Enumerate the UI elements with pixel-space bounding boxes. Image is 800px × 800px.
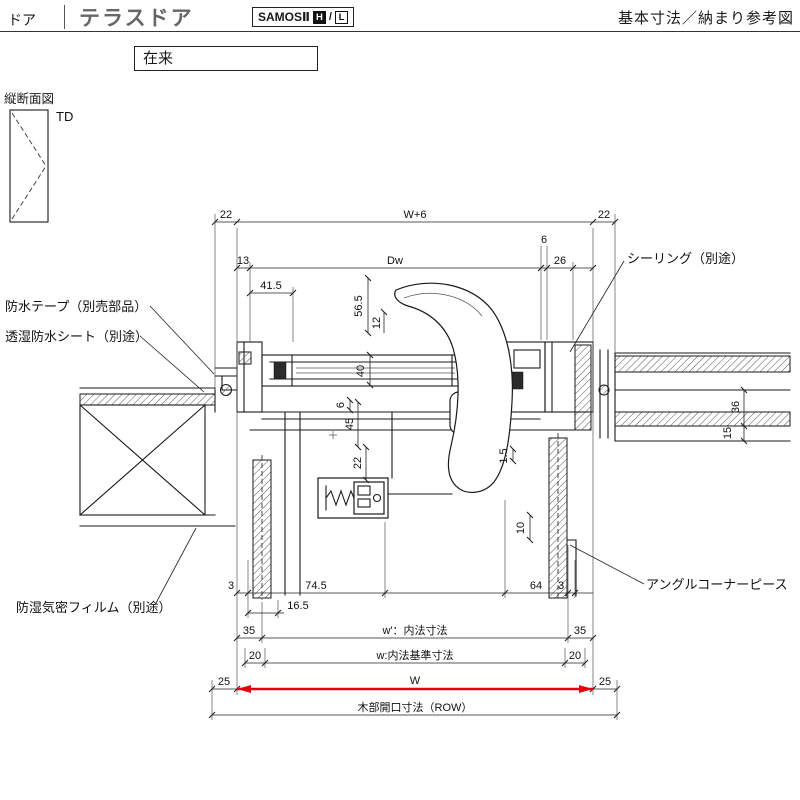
dimension-ticks [208, 218, 748, 719]
wood-furring-strips [252, 433, 577, 600]
dim-74-5: 74.5 [305, 580, 326, 592]
dim-row-label: 木部開口寸法（ROW） [358, 700, 473, 714]
dim-20-left: 20 [249, 650, 261, 662]
dim-16-5: 16.5 [287, 600, 308, 612]
door-symbol-label: TD [56, 109, 73, 124]
angle-corner-piece [566, 539, 577, 597]
header-rule [0, 31, 800, 32]
callout-sealing: シーリング（別途） [627, 251, 744, 266]
callout-waterproof-tape: 防水テープ（別売部品） [5, 299, 147, 314]
product-badge: SAMOSⅡ H / L [252, 7, 354, 27]
dim-10: 10 [515, 522, 527, 534]
product-grade-h: H [312, 10, 326, 24]
dim-35-left: 35 [243, 625, 255, 637]
dim-22-mid: 22 [352, 457, 364, 469]
door-type-symbol: TD [9, 109, 73, 223]
dim-w-inner-label: w'：内法寸法 [381, 623, 447, 637]
dim-15: 15 [722, 427, 734, 439]
door-frame-section [214, 341, 594, 596]
dim-12: 12 [371, 317, 383, 329]
dim-26: 26 [554, 255, 566, 267]
doc-type-label: ドア [8, 12, 36, 28]
dim-36: 36 [730, 401, 742, 413]
dim-6-top: 6 [541, 234, 547, 246]
dim-41-5: 41.5 [260, 280, 281, 292]
dim-25-right: 25 [599, 676, 611, 688]
section-view-label: 縦断面図 [4, 92, 55, 106]
dim-40: 40 [355, 365, 367, 377]
lock-mechanism [317, 477, 453, 519]
dim-6-mid: 6 [335, 402, 347, 408]
dimension-labels: 22 W+6 22 13 Dw 6 26 41.5 56.5 12 40 6 4… [218, 209, 742, 714]
leader-lines [139, 260, 645, 604]
product-grade-separator: / [328, 11, 332, 23]
dim-w: W [410, 675, 421, 687]
handle-lever [394, 282, 513, 493]
dim-56-5: 56.5 [353, 295, 365, 316]
dim-64: 64 [530, 580, 542, 592]
spring-symbol [325, 489, 355, 507]
dim-dw: Dw [387, 255, 403, 267]
dim-25-left: 25 [218, 676, 230, 688]
dim-w-plus-6: W+6 [404, 209, 427, 221]
callout-moisture-film: 防湿気密フィルム（別途） [16, 600, 171, 615]
dim-w-base-label: w:内法基準寸法 [376, 648, 454, 662]
door-handle [394, 282, 513, 493]
dim-35-right: 35 [574, 625, 586, 637]
dim-45: 45 [344, 418, 356, 430]
dimension-lines [212, 221, 745, 716]
dim-3-right: 3 [558, 580, 564, 592]
left-wall-section [79, 387, 236, 527]
callout-labels: シーリング（別途） 防水テープ（別売部品） 透湿防水シート（別途） 防湿気密フィ… [5, 251, 788, 615]
reference-note: 基本寸法／納まり参考図 [617, 10, 794, 27]
dim-top-22-right: 22 [598, 209, 610, 221]
dim-1-5: 1.5 [498, 448, 510, 463]
dim-top-22-left: 22 [220, 209, 232, 221]
right-wall-section [598, 349, 791, 442]
header-divider [64, 5, 65, 29]
callout-angle-corner: アングルコーナーピース [646, 577, 788, 592]
construction-method-box: 在来 [134, 46, 318, 71]
dim-13: 13 [237, 255, 249, 267]
extension-lines [211, 214, 618, 720]
page-title: テラスドア [79, 7, 194, 30]
product-grade-l: L [334, 10, 348, 24]
dim-3-left: 3 [228, 580, 234, 592]
w-dimension-red-arrow [237, 685, 593, 693]
dim-20-right: 20 [569, 650, 581, 662]
callout-waterproof-sheet: 透湿防水シート（別途） [5, 329, 148, 344]
product-name: SAMOSⅡ [258, 10, 310, 24]
